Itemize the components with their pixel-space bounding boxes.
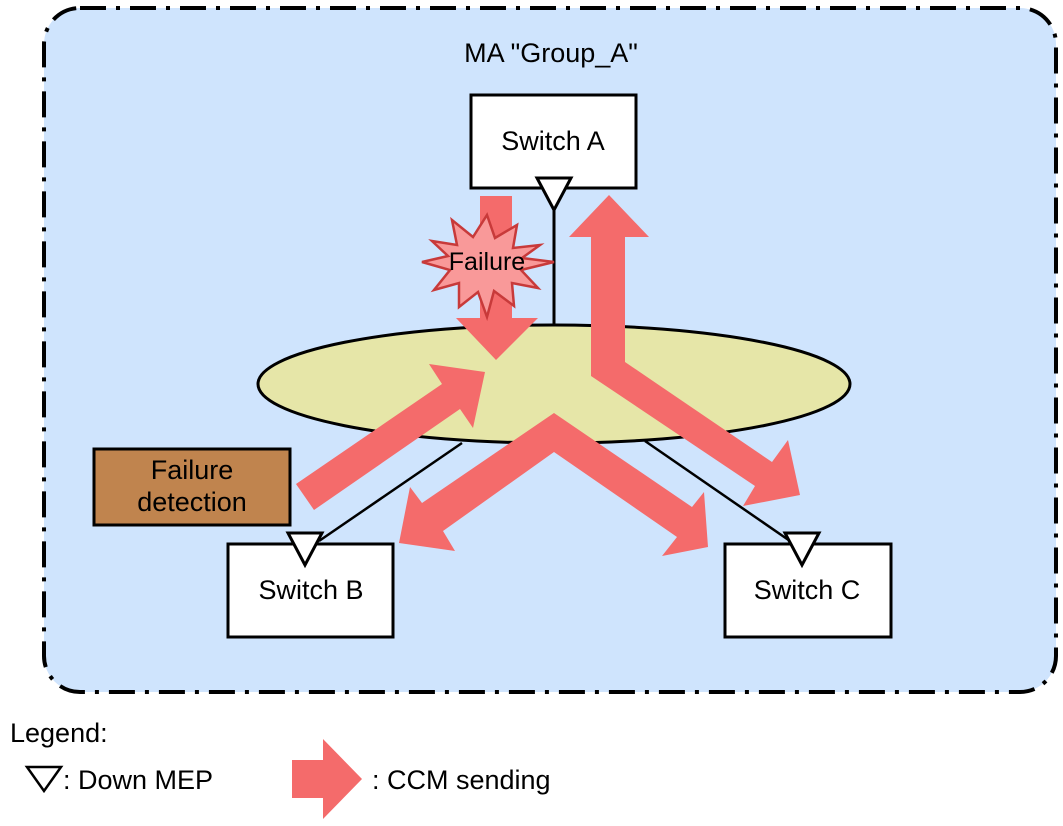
- link-switch-c: [644, 439, 791, 543]
- down-mep-icon: [534, 176, 574, 214]
- down-triangle-icon: [24, 765, 64, 794]
- ccm-arrow-switch-b-up: [296, 364, 485, 510]
- failure-burst-icon: [421, 212, 555, 322]
- legend-ccm-label: : CCM sending: [372, 765, 551, 795]
- switch-a[interactable]: Switch A: [469, 93, 638, 214]
- switch-c-label: Switch C: [754, 575, 861, 605]
- ma-title: MA "Group_A": [464, 38, 638, 68]
- ccm-arrow-to-switch-a-and-c: [569, 195, 800, 506]
- switch-b-label: Switch B: [258, 575, 363, 605]
- legend-down-mep-label: : Down MEP: [63, 765, 213, 795]
- ccm-arrow-to-switch-b-and-c: [399, 413, 708, 556]
- failure-detection-box: Failure detection: [92, 447, 292, 527]
- legend-title: Legend:: [10, 718, 108, 748]
- down-mep-icon: [782, 531, 822, 569]
- ccm-arrow-icon: [292, 739, 362, 819]
- failure-detection-line2: detection: [137, 487, 247, 517]
- failure-label: Failure: [449, 248, 525, 276]
- failure-detection-line1: Failure: [151, 455, 234, 485]
- switch-a-label: Switch A: [501, 126, 605, 156]
- link-switch-b: [318, 441, 463, 543]
- switch-b[interactable]: Switch B: [226, 531, 395, 639]
- switch-c[interactable]: Switch C: [723, 531, 893, 639]
- down-mep-icon: [285, 531, 325, 569]
- legend: Legend: : Down MEP : CCM sending: [10, 718, 551, 819]
